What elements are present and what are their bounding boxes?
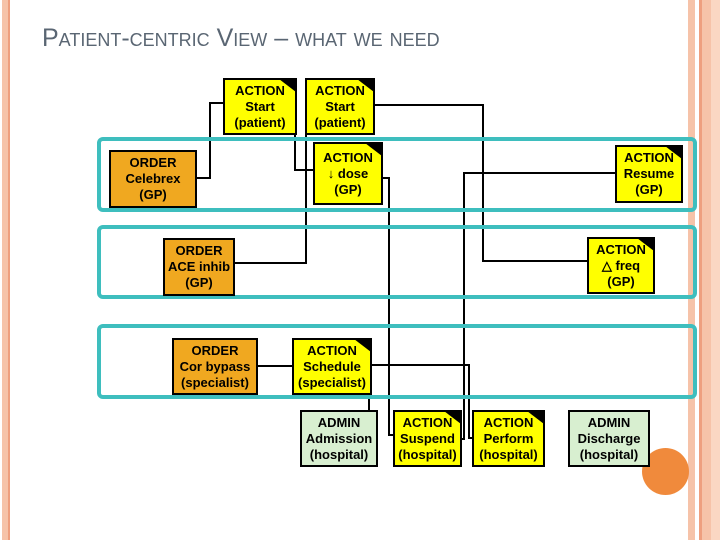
box-label-line: (GP) — [334, 181, 362, 197]
right-edge-stripe-4 — [711, 0, 720, 540]
box-label-line: Discharge — [577, 430, 641, 446]
connector-celebrex-to-start1-h2 — [209, 102, 225, 104]
box-label-line: Schedule — [303, 358, 361, 374]
box-label-line: ACE inhib — [167, 259, 231, 274]
box-label-line: △ freq — [601, 257, 641, 273]
left-edge-stripe-dark — [8, 0, 10, 540]
connector-bypass-to-schedule-h — [258, 365, 294, 367]
right-edge-stripe-1 — [688, 0, 695, 540]
box-label-line: (patient) — [234, 114, 286, 130]
folded-corner-icon — [665, 146, 682, 159]
folded-corner-icon — [357, 79, 374, 92]
box-label-line: ACTION — [402, 414, 453, 430]
folded-corner-icon — [354, 339, 371, 352]
box-label-line: Suspend — [400, 430, 455, 446]
box-label-line: (hospital) — [479, 446, 538, 462]
box-label-line: (hospital) — [579, 446, 639, 462]
box-label-line: Admission — [305, 430, 373, 446]
box-label-line: Resume — [623, 166, 675, 181]
band-gp-ace-row — [97, 225, 697, 299]
box-label-line: (GP) — [607, 273, 635, 289]
connector-ace-to-start2-h — [235, 262, 307, 264]
folded-corner-icon — [279, 79, 296, 92]
connector-start2-to-freq-h2 — [482, 260, 589, 262]
box-label-line: ACTION — [307, 342, 357, 358]
connector-suspend-to-resume-v — [463, 172, 465, 440]
connector-schedule-to-perform-h2 — [468, 437, 474, 439]
slide-title: Patient-centric View – what we need — [42, 24, 440, 52]
connector-ace-to-start2-v — [305, 135, 307, 264]
box-label-line: ORDER — [129, 155, 177, 170]
connector-dose-to-suspend-v — [388, 177, 390, 436]
box-label-line: ACTION — [323, 149, 373, 165]
band-gp-celebrex-row — [97, 137, 697, 212]
connector-schedule-to-perform-v — [468, 364, 470, 439]
connector-suspend-to-resume-foot — [459, 438, 465, 440]
connector-start2-to-freq-v — [482, 104, 484, 262]
box-label-line: Cor bypass — [179, 358, 251, 374]
connector-start2-to-freq-h1 — [375, 104, 484, 106]
box-label-line: (GP) — [635, 182, 663, 197]
box-label-line: (GP) — [185, 275, 213, 290]
box-label-line: ACTION — [483, 414, 534, 430]
connector-start1-to-dose-v — [294, 135, 296, 171]
box-label-line: Start — [245, 98, 275, 114]
box-label-line: (specialist) — [298, 374, 366, 390]
box-label-line: ACTION — [624, 150, 674, 165]
box-label-line: ORDER — [191, 342, 239, 358]
box-label-line: (specialist) — [181, 374, 249, 390]
right-edge-stripe-2 — [699, 0, 702, 540]
connector-suspend-to-resume-h — [463, 172, 617, 174]
box-label-line: ↓ dose — [327, 165, 369, 181]
box-label-line: ACTION — [315, 82, 365, 98]
box-label-line: ADMIN — [587, 414, 631, 430]
connector-schedule-to-perform-h1 — [372, 364, 470, 366]
box-label-line: Perform — [483, 430, 534, 446]
connector-schedule-to-admission-v — [368, 395, 370, 411]
box-label-line: ADMIN — [317, 414, 361, 430]
action-down-dose-gp: ACTION↓ dose(GP) — [313, 142, 383, 205]
folded-corner-icon — [365, 143, 382, 156]
connector-celebrex-to-start1-h1 — [196, 177, 211, 179]
folded-corner-icon — [637, 238, 654, 251]
left-edge-stripe-light — [2, 0, 8, 540]
connector-dose-to-suspend-h2 — [388, 434, 395, 436]
box-label-line: (hospital) — [309, 446, 369, 462]
box-label-line: (hospital) — [398, 446, 457, 462]
connector-dose-to-suspend-h1 — [383, 177, 390, 179]
box-label-line: (GP) — [139, 187, 167, 202]
folded-corner-icon — [444, 411, 461, 424]
folded-corner-icon — [527, 411, 544, 424]
connector-start1-to-dose-h — [294, 169, 315, 171]
box-label-line: (patient) — [314, 114, 366, 130]
action-delta-freq-gp: ACTION△ freq(GP) — [587, 237, 655, 294]
box-label-line: Celebrex — [125, 171, 181, 186]
box-label-line: ACTION — [596, 241, 646, 257]
band-specialist-row — [97, 324, 697, 399]
box-label-line: ORDER — [175, 243, 223, 258]
box-label-line: ACTION — [235, 82, 285, 98]
box-label-line: Start — [325, 98, 355, 114]
